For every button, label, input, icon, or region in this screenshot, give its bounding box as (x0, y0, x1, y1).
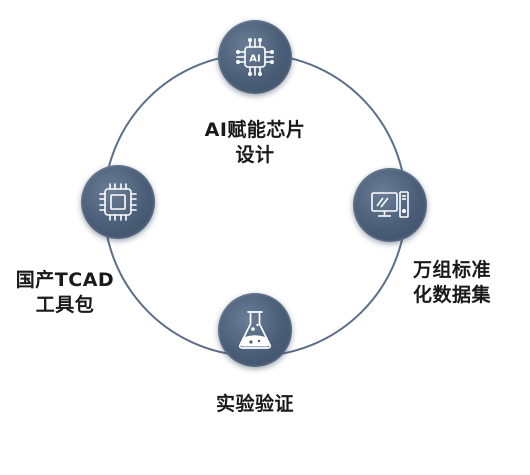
chip-icon (99, 183, 137, 221)
node-lab-verification (218, 293, 292, 367)
label-ai-design-line2: 设计 (235, 144, 275, 166)
computer-icon (371, 191, 409, 218)
flask-icon (238, 311, 272, 349)
ai-chip-icon: AI (236, 38, 274, 76)
label-dataset-line1: 万组标准 (412, 259, 491, 281)
node-ai-design: AI (218, 20, 292, 94)
label-lab-verification-line1: 实验验证 (215, 393, 294, 415)
node-tcad-toolkit (81, 165, 155, 239)
label-tcad-toolkit: 国产TCAD 工具包 (5, 268, 125, 318)
label-dataset: 万组标准 化数据集 (392, 258, 512, 308)
svg-text:AI: AI (249, 54, 260, 65)
label-tcad-toolkit-line2: 工具包 (35, 294, 95, 316)
label-tcad-toolkit-line1: 国产TCAD (15, 269, 115, 291)
label-dataset-line2: 化数据集 (412, 284, 491, 306)
label-ai-design-line1: AI赋能芯片 (204, 119, 306, 141)
node-dataset (353, 168, 427, 242)
label-lab-verification: 实验验证 (185, 392, 325, 417)
label-ai-design: AI赋能芯片 设计 (180, 118, 330, 168)
